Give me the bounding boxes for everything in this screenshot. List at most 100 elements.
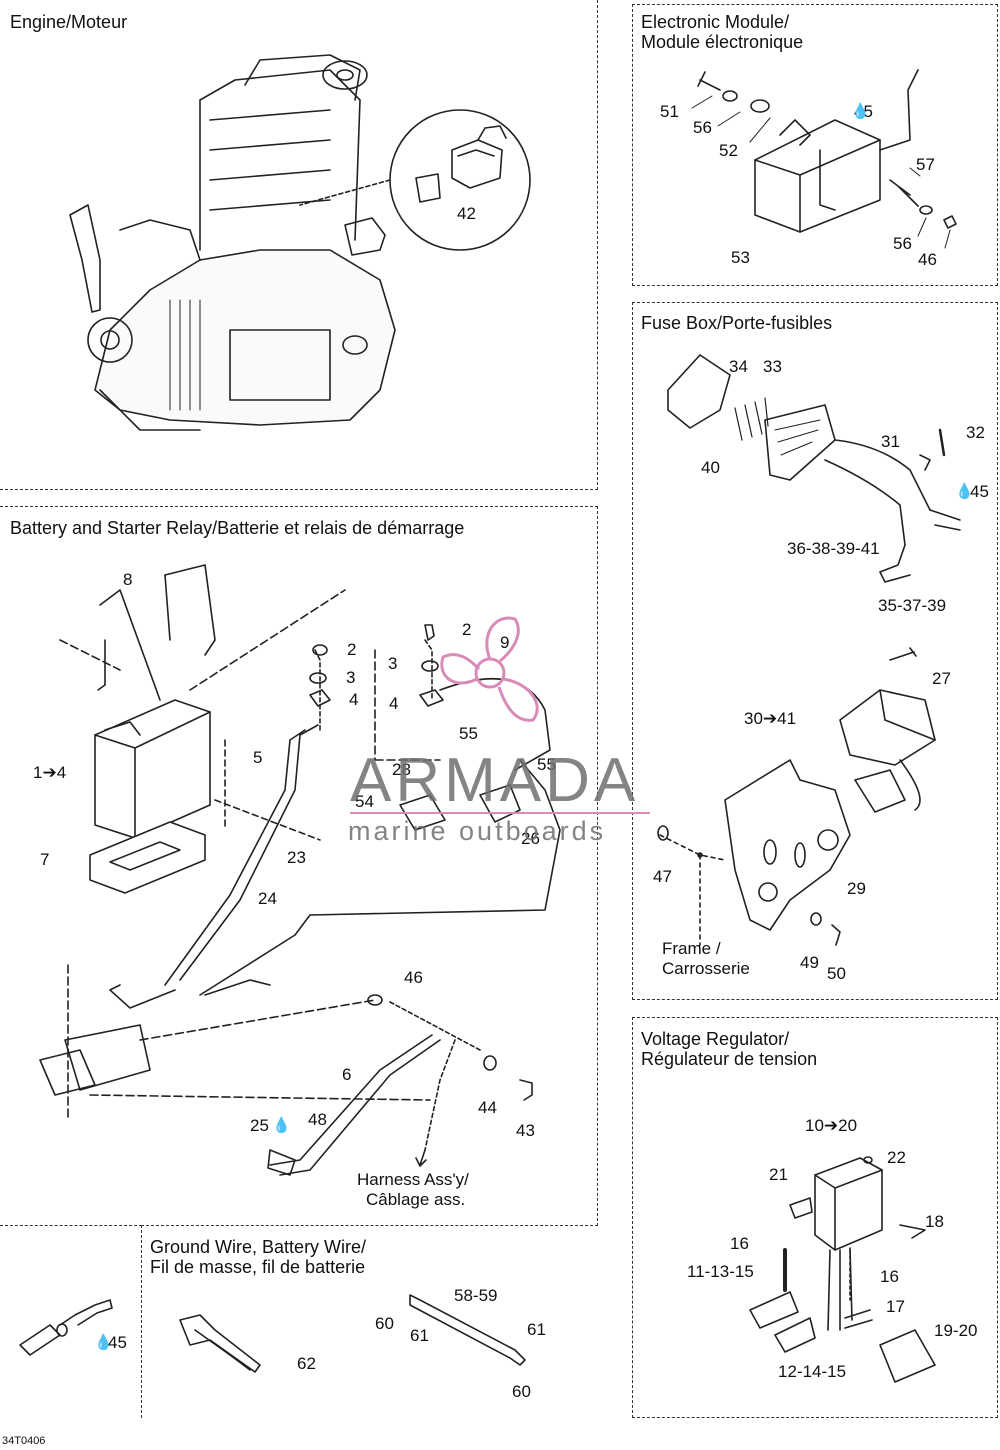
callout-number: 52 (719, 141, 738, 160)
callout-number: 47 (653, 867, 672, 886)
ground-wire-illustration (19, 1294, 526, 1373)
voltage-regulator-panel (632, 1017, 998, 1418)
callout-number: 16 (880, 1267, 899, 1286)
mounting-bracket-illustration (657, 647, 936, 946)
callout-number: 62 (297, 1354, 316, 1373)
callout-number: 42 (457, 204, 476, 223)
callout-number: 4 (389, 694, 399, 713)
section-title-voltage-regulator-1: Voltage Regulator/ (641, 1029, 790, 1049)
callout-number: 8 (123, 570, 133, 589)
watermark-tagline: marine outboards (348, 816, 607, 846)
callout-number: 2 (347, 640, 357, 659)
callout-number: 50 (827, 964, 846, 983)
armada-propeller-logo (440, 616, 539, 722)
callout-number: 60 (512, 1382, 531, 1401)
harness-note-1: Harness Ass'y/ (357, 1170, 469, 1189)
callout-number: 30➔41 (744, 709, 797, 728)
callout-number: 5 (253, 748, 263, 767)
callout-number: 61 (410, 1326, 429, 1345)
callout-number: 49 (800, 953, 819, 972)
callout-number: 35-37-39 (878, 596, 947, 615)
section-title-engine: Engine/Moteur (10, 12, 128, 32)
callout-number: 31 (881, 432, 900, 451)
section-title-voltage-regulator-2: Régulateur de tension (641, 1049, 818, 1069)
callout-number: 26 (521, 829, 540, 848)
callout-number: 48 (308, 1110, 327, 1129)
section-title-ground-wire-2: Fil de masse, fil de batterie (150, 1257, 366, 1277)
electronic-module-illustration (691, 69, 957, 249)
drawing-code: 34T0406 (2, 1435, 46, 1447)
callout-number: 55 (537, 755, 556, 774)
callout-number: 57 (916, 155, 935, 174)
callout-number: 28 (392, 760, 411, 779)
ground-wire-panel (141, 1225, 598, 1418)
callout-number: 51 (660, 102, 679, 121)
callout-number: 9 (500, 633, 510, 652)
callout-number: 61 (527, 1320, 546, 1339)
callout-number: 10➔20 (805, 1116, 858, 1135)
callout-number: 32 (966, 423, 985, 442)
battery-panel (0, 506, 598, 1226)
callout-number: 18 (925, 1212, 944, 1231)
callout-number: 45 (854, 102, 873, 121)
droplet-icon: 💧 (272, 1117, 291, 1134)
harness-note-2: Câblage ass. (366, 1190, 466, 1209)
callout-number: 54 (355, 792, 374, 811)
callout-number: 46 (404, 968, 423, 987)
callout-number: 53 (731, 248, 750, 267)
callout-number: 33 (763, 357, 782, 376)
droplet-icon: 💧 (955, 483, 974, 500)
callout-number: 56 (893, 234, 912, 253)
callout-number: 29 (847, 879, 866, 898)
callout-number: 7 (40, 850, 50, 869)
frame-note-2: Carrosserie (662, 959, 750, 978)
callout-number: 22 (887, 1148, 906, 1167)
callout-number: 60 (375, 1314, 394, 1333)
callout-number: 6 (342, 1065, 352, 1084)
callout-number: 3 (388, 654, 398, 673)
callout-number: 19-20 (934, 1321, 978, 1340)
callout-number: 34 (729, 357, 748, 376)
callout-number: 21 (769, 1165, 788, 1184)
callout-number: 45 (970, 482, 989, 501)
voltage-regulator-illustration (749, 1156, 936, 1383)
callout-number: 3 (346, 668, 356, 687)
section-title-electronic-module-1: Electronic Module/ (641, 12, 790, 32)
section-title-fuse-box: Fuse Box/Porte-fusibles (641, 313, 833, 333)
droplet-icon: 💧 (94, 1334, 113, 1351)
callout-number: 36-38-39-41 (787, 539, 880, 558)
callout-number: 58-59 (454, 1286, 498, 1305)
callout-number: 17 (886, 1297, 905, 1316)
callout-number: 44 (478, 1098, 497, 1117)
callout-number: 1➔4 (33, 763, 67, 782)
section-title-ground-wire-1: Ground Wire, Battery Wire/ (150, 1237, 367, 1257)
electronic-module-panel (632, 4, 998, 286)
callout-number: 45 (108, 1333, 127, 1352)
callout-number: 43 (516, 1121, 535, 1140)
callout-number: 46 (918, 250, 937, 269)
section-title-electronic-module-2: Module électronique (641, 32, 804, 52)
watermark-brand: ARMADA (350, 746, 640, 815)
frame-note-1: Frame / (662, 939, 721, 958)
callout-number: 16 (730, 1234, 749, 1253)
callout-number: 2 (462, 620, 472, 639)
battery-illustration (39, 564, 561, 1176)
callout-number: 12-14-15 (778, 1362, 847, 1381)
callout-number: 25 (250, 1116, 269, 1135)
droplet-icon: 💧 (851, 103, 870, 120)
watermark-underline (350, 812, 650, 814)
callout-number: 40 (701, 458, 720, 477)
callout-number: 11-13-15 (687, 1262, 754, 1281)
callout-number: 24 (258, 889, 277, 908)
callout-number: 4 (349, 690, 359, 709)
callout-number: 55 (459, 724, 478, 743)
fuse-box-illustration (667, 354, 961, 583)
engine-illustration (69, 54, 396, 431)
fuse-box-panel (632, 302, 998, 1000)
connector-detail-42 (299, 109, 531, 251)
callout-number: 27 (932, 669, 951, 688)
engine-panel (0, 0, 598, 490)
section-title-battery: Battery and Starter Relay/Batterie et re… (10, 518, 465, 538)
callout-number: 23 (287, 848, 306, 867)
